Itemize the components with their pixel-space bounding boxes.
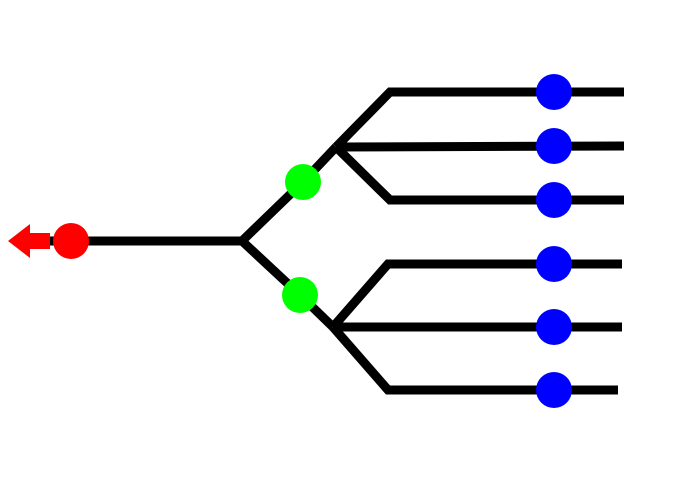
leaf-node-1[interactable] xyxy=(536,74,572,110)
root-node[interactable] xyxy=(53,223,89,259)
branch-1-to-leaf-2 xyxy=(335,141,625,152)
leaf-node-4[interactable] xyxy=(536,246,572,282)
arrow-layer xyxy=(8,224,50,258)
leaf-node-6[interactable] xyxy=(536,372,572,408)
leaf-node-3[interactable] xyxy=(536,182,572,218)
leaf-node-5[interactable] xyxy=(536,309,572,345)
root-direction-arrow xyxy=(8,224,50,258)
node-layer xyxy=(53,74,572,408)
branch-node-1[interactable] xyxy=(285,164,321,200)
leaf-node-2[interactable] xyxy=(536,128,572,164)
branch-node-2[interactable] xyxy=(282,277,318,313)
